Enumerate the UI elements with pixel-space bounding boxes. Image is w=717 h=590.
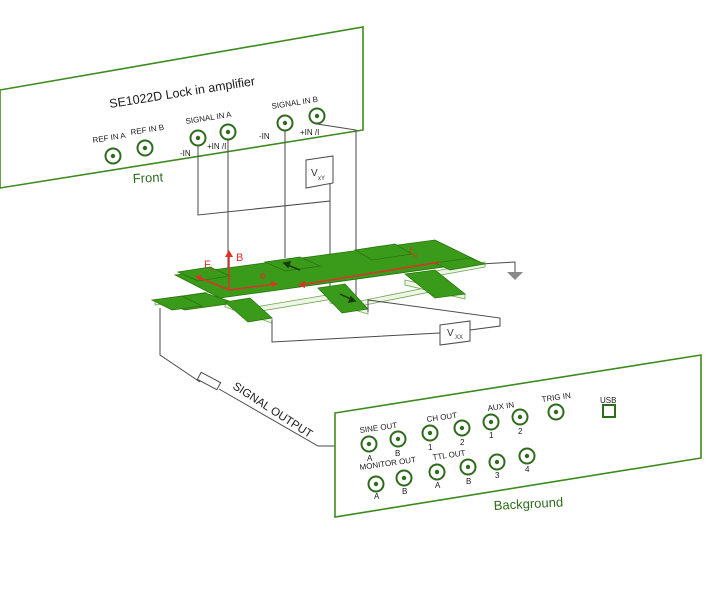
- monitor-out-a-label: A: [374, 492, 380, 501]
- vxy-box: V xY: [305, 155, 334, 189]
- back-panel-outline: [334, 354, 702, 518]
- ttl-out-a-label: A: [435, 481, 441, 490]
- signal-output-label: SIGNAL OUTPUT: [230, 380, 314, 440]
- aux-in-1-connector[interactable]: [482, 413, 500, 431]
- field-arrow-head: [225, 250, 233, 257]
- vxy-label: V: [311, 168, 318, 179]
- aux-in-1-label: 1: [489, 431, 494, 440]
- ttl-out-3-connector[interactable]: [488, 453, 506, 471]
- ttl-out-3-label: 3: [495, 471, 500, 480]
- back-panel-caption: Background: [493, 494, 563, 513]
- sine-out-a-label: A: [367, 454, 373, 463]
- front-panel-caption: Front: [132, 169, 163, 186]
- ttl-out-b-connector[interactable]: [459, 458, 477, 476]
- usb-label: USB: [600, 396, 616, 405]
- signal-in-b-minus-label: -IN: [259, 132, 270, 141]
- signal-in-b-plus-connector[interactable]: [308, 107, 326, 125]
- ch-out-1-connector[interactable]: [421, 424, 439, 442]
- usb-port[interactable]: [602, 404, 616, 418]
- back-panel: Background SINE OUT CH OUT AUX IN TRIG I…: [334, 354, 702, 518]
- sine-out-b-connector[interactable]: [389, 430, 407, 448]
- resistor: [196, 371, 222, 391]
- signal-in-b-minus-connector[interactable]: [276, 114, 294, 132]
- contact-arrows: [282, 261, 357, 303]
- ttl-out-a-connector[interactable]: [428, 463, 446, 481]
- current-arrow-head: [298, 281, 305, 288]
- aux-in-2-label: 2: [518, 427, 523, 436]
- force-subscript: L: [211, 267, 215, 273]
- ground-icon: [507, 272, 523, 280]
- vxx-label: V: [447, 328, 454, 339]
- aux-in-label: AUX IN: [487, 400, 515, 413]
- ch-out-label: CH OUT: [426, 411, 458, 424]
- front-panel: SE1022D Lock in amplifier Front REF IN A…: [0, 26, 364, 189]
- ch-out-1-label: 1: [428, 443, 433, 452]
- ttl-out-4-connector[interactable]: [518, 447, 536, 465]
- signal-in-a-minus-connector[interactable]: [189, 129, 207, 147]
- force-label: F: [204, 259, 211, 271]
- aux-in-2-connector[interactable]: [511, 408, 529, 426]
- signal-in-a-plus-label: +IN /I: [207, 142, 226, 151]
- electron-label: e: [260, 270, 266, 282]
- trig-in-connector[interactable]: [547, 403, 565, 421]
- wire-vxx-left: [271, 320, 441, 343]
- current-subscript: R: [413, 254, 418, 260]
- ttl-out-4-label: 4: [525, 465, 530, 474]
- signal-in-b-plus-label: +IN /I: [300, 128, 319, 137]
- physics-annotations: B F L e - I R: [195, 245, 441, 291]
- monitor-out-a-connector[interactable]: [367, 475, 385, 493]
- ttl-out-b-label: B: [466, 477, 471, 486]
- monitor-out-b-label: B: [402, 487, 407, 496]
- current-label: I: [409, 245, 412, 257]
- monitor-out-b-connector[interactable]: [395, 469, 413, 487]
- vxx-circuit: V XX: [271, 299, 501, 346]
- electron-arrow-head: [271, 281, 278, 287]
- ch-out-2-label: 2: [460, 438, 465, 447]
- force-arrow-head: [195, 275, 202, 281]
- wire-ground: [479, 261, 516, 272]
- wire-signal-b-plus: [316, 123, 357, 300]
- signal-in-a-plus-connector[interactable]: [219, 123, 237, 141]
- ref-in-a-connector[interactable]: [104, 147, 122, 165]
- sine-out-a-connector[interactable]: [360, 435, 378, 453]
- wire-vxx-right: [367, 299, 501, 331]
- vxx-subscript: XX: [455, 335, 463, 341]
- field-label: B: [236, 252, 243, 264]
- vxy-subscript: xY: [318, 176, 325, 182]
- trig-in-label: TRIG IN: [541, 391, 572, 404]
- sine-out-b-label: B: [395, 449, 400, 458]
- hall-bar: [150, 239, 487, 324]
- vxx-box: [439, 320, 471, 346]
- ref-in-b-connector[interactable]: [136, 139, 154, 157]
- front-wires: [197, 123, 516, 300]
- wire-signal-a-minus: [197, 146, 331, 216]
- front-panel-outline: [0, 26, 364, 189]
- signal-in-a-minus-label: -IN: [180, 149, 191, 158]
- electron-superscript: -: [267, 269, 269, 275]
- ch-out-2-connector[interactable]: [453, 419, 471, 437]
